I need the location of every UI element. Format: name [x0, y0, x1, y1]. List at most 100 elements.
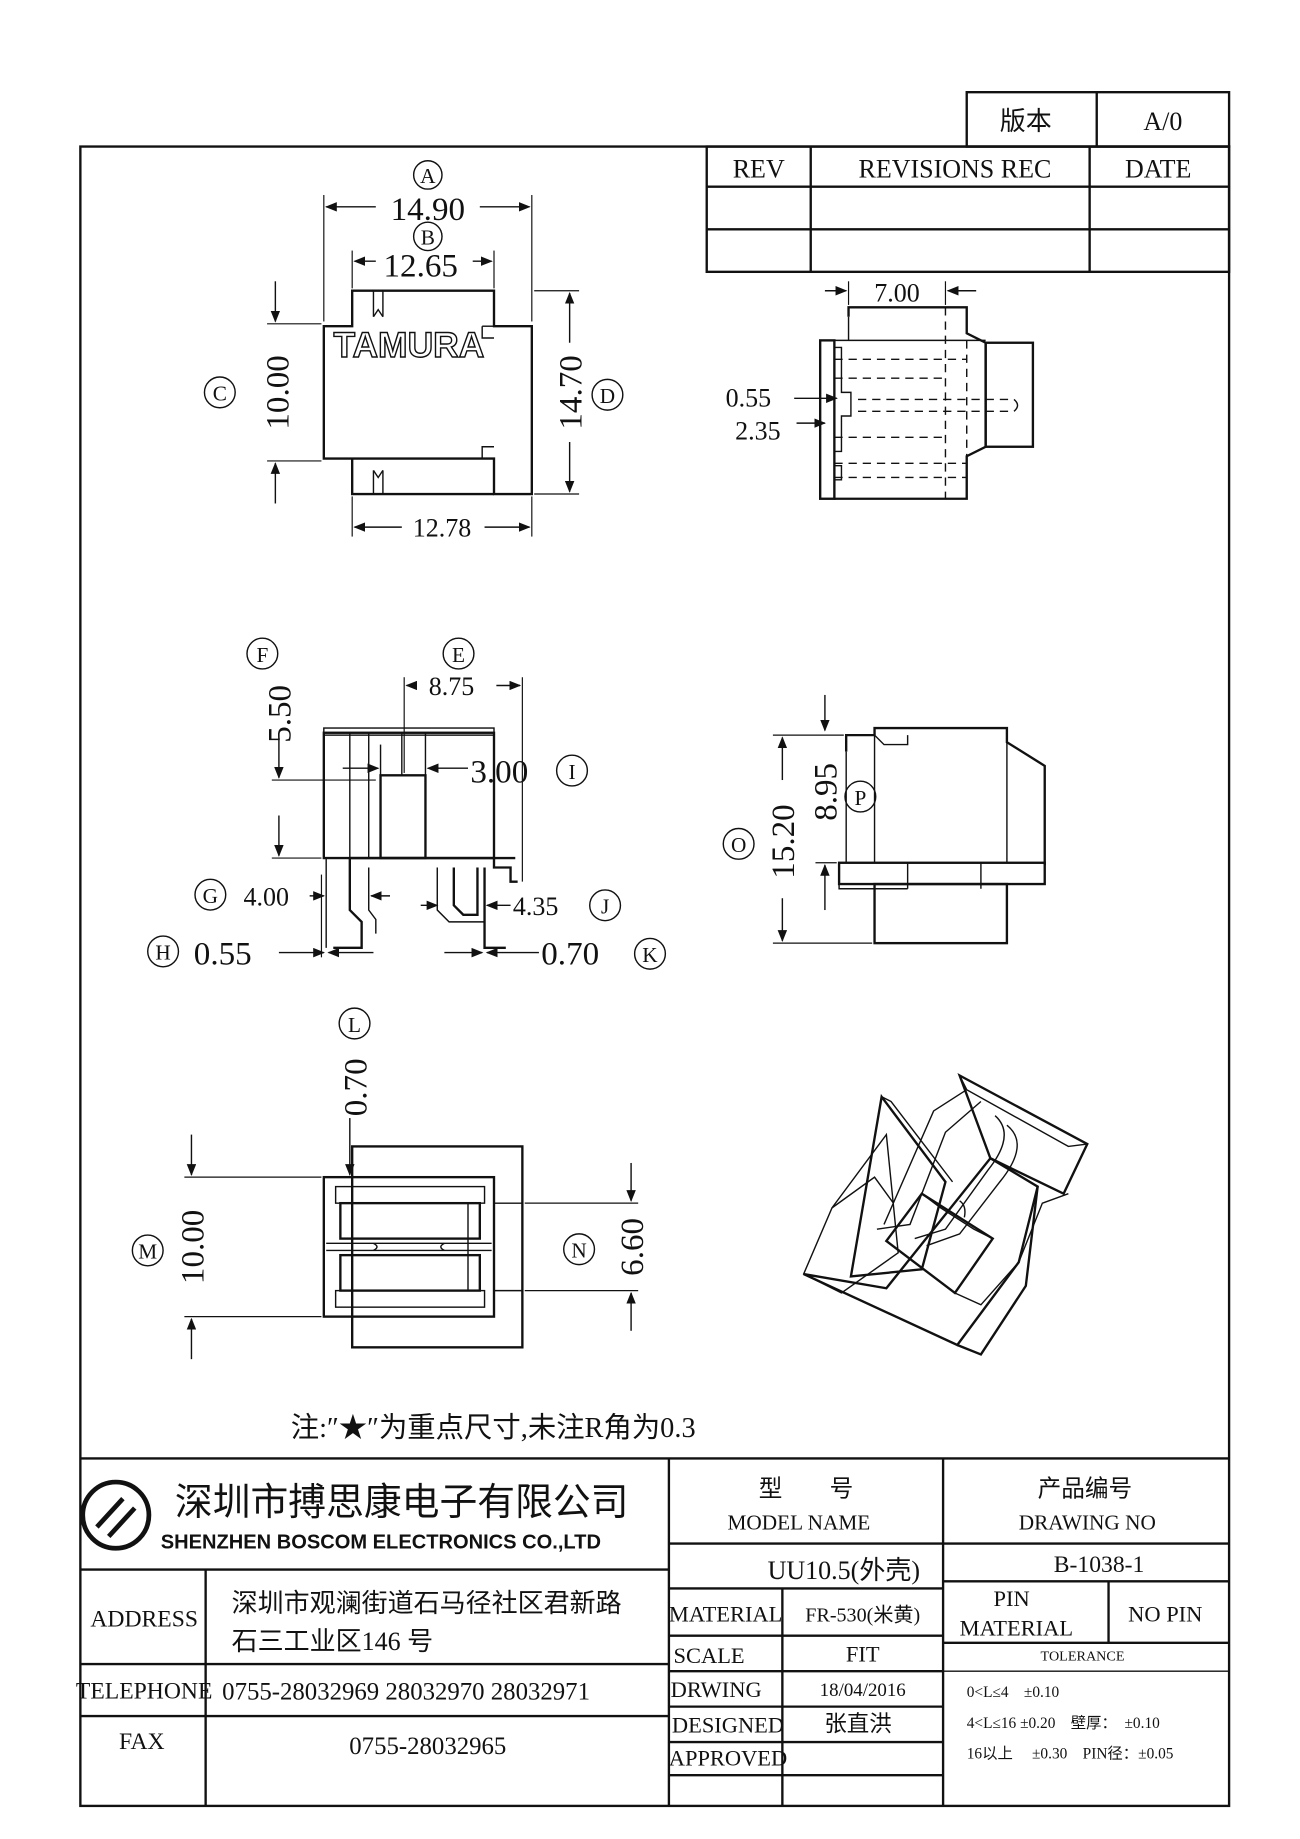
dim-side-235-value: 2.35	[735, 417, 780, 446]
revisions-header: REVISIONS REC	[858, 154, 1051, 183]
dim-side-7-value: 7.00	[874, 278, 919, 307]
dim-a-letter: A	[420, 164, 436, 188]
dim-k-value: 0.70	[541, 936, 599, 972]
approved-label: APPROVED	[669, 1746, 787, 1771]
tamura-logo: TAMURA	[333, 325, 484, 365]
pin-material-value: NO PIN	[1128, 1602, 1202, 1627]
dim-e-letter: E	[452, 643, 465, 667]
designed-value: 张直洪	[824, 1711, 891, 1736]
dimension-note: 注:″★″为重点尺寸,未注R角为0.3	[291, 1412, 696, 1444]
dim-o-letter: O	[731, 833, 746, 857]
dim-o: 15.20 O	[722, 734, 873, 944]
dim-b: B 12.65	[351, 221, 495, 289]
version-value: A/0	[1143, 107, 1182, 136]
dim-f-value: 5.50	[263, 685, 299, 743]
dim-side-055-value: 0.55	[726, 384, 771, 413]
dim-b-value: 12.65	[384, 249, 458, 285]
dim-n-value: 6.60	[615, 1218, 651, 1276]
dim-l-value: 0.70	[338, 1058, 374, 1116]
pin-material-label-1: PIN	[994, 1586, 1030, 1611]
version-label: 版本	[1000, 107, 1052, 136]
address-label: ADDRESS	[90, 1606, 198, 1632]
dim-i: 3.00 I	[342, 754, 589, 790]
bottom-view	[322, 1145, 524, 1349]
dim-d: 14.70 D	[534, 290, 624, 495]
drwing-value: 18/04/2016	[820, 1680, 906, 1701]
dim-l: L 0.70	[338, 1007, 374, 1176]
company-logo	[80, 1479, 152, 1551]
drawing-no-value: B-1038-1	[1054, 1552, 1145, 1578]
top-view: TAMURA	[322, 289, 533, 496]
isometric-view	[802, 1072, 1089, 1356]
fax-label: FAX	[119, 1729, 165, 1755]
date-header: DATE	[1125, 154, 1191, 183]
dim-bottom-width: 12.78	[351, 496, 533, 543]
dim-n-letter: N	[571, 1239, 586, 1263]
tolerance-line-1: 0<L≤4 ±0.10	[967, 1684, 1060, 1701]
dim-l-letter: L	[348, 1013, 361, 1037]
telephone-label: TELEPHONE	[76, 1678, 212, 1704]
material-label: MATERIAL	[669, 1602, 782, 1627]
dim-f: F 5.50	[246, 637, 376, 859]
dim-p-value: 8.95	[809, 763, 845, 821]
dim-i-letter: I	[568, 760, 575, 784]
version-box: 版本 A/0	[965, 91, 1231, 148]
dim-g-letter: G	[203, 884, 218, 908]
dim-f-letter: F	[256, 643, 268, 667]
dim-j-letter: J	[601, 895, 609, 919]
dim-bottom-width-value: 12.78	[413, 514, 471, 543]
dim-p-letter: P	[854, 786, 866, 810]
dim-m-letter: M	[138, 1240, 157, 1264]
dim-h-letter: H	[155, 941, 170, 965]
dim-j: 4.35 J	[420, 889, 622, 922]
dim-o-value: 15.20	[766, 804, 802, 878]
tolerance-label: TOLERANCE	[1041, 1649, 1125, 1665]
revision-table: REV REVISIONS REC DATE	[705, 145, 1231, 274]
designed-label: DESIGNED	[672, 1713, 784, 1738]
dim-k: 0.70 K	[444, 936, 667, 972]
dim-e: E 8.75	[403, 637, 523, 882]
side-view	[819, 306, 1035, 500]
dim-g-value: 4.00	[243, 882, 288, 911]
fax-value: 0755-28032965	[349, 1733, 506, 1760]
dim-j-value: 4.35	[513, 892, 558, 921]
dim-d-value: 14.70	[553, 355, 589, 429]
company-name-cn: 深圳市搏思康电子有限公司	[175, 1482, 629, 1524]
dim-n: 6.60 N	[524, 1162, 651, 1331]
dim-h-value: 0.55	[194, 936, 252, 972]
dim-g: G 4.00	[194, 874, 390, 958]
address-line1: 深圳市观澜街道石马径社区君新路	[232, 1589, 622, 1618]
model-name-value: UU10.5(外壳)	[768, 1556, 920, 1585]
pin-material-label-2: MATERIAL	[960, 1616, 1073, 1641]
dim-i-value: 3.00	[470, 754, 528, 790]
dim-e-value: 8.75	[429, 672, 474, 701]
dim-d-letter: D	[600, 384, 615, 408]
model-name-cn: 型 号	[759, 1475, 853, 1502]
dim-side-7: 7.00	[824, 278, 977, 307]
dim-side-small: 0.55 2.35	[726, 384, 838, 446]
telephone-value: 0755-28032969 28032970 28032971	[222, 1679, 590, 1706]
dim-c-letter: C	[213, 382, 227, 406]
scale-value: FIT	[846, 1642, 880, 1667]
dim-m: 10.00 M	[131, 1134, 322, 1360]
title-block	[80, 1457, 1230, 1806]
dim-c-value: 10.00	[260, 355, 296, 429]
dim-k-letter: K	[642, 943, 658, 967]
tolerance-line-2: 4<L≤16 ±0.20 壁厚： ±0.10	[967, 1714, 1160, 1732]
material-value: FR-530(米黄)	[805, 1604, 920, 1627]
front-view	[322, 727, 518, 950]
drwing-label: DRWING	[671, 1677, 762, 1702]
company-name-en: SHENZHEN BOSCOM ELECTRONICS CO.,LTD	[161, 1531, 601, 1553]
address-line2: 石三工业区146 号	[232, 1627, 434, 1656]
dim-h: H 0.55	[147, 935, 374, 972]
drawing-no-en: DRAWING NO	[1019, 1510, 1156, 1534]
dim-b-letter: B	[421, 226, 435, 250]
tolerance-line-3: 16以上 ±0.30 PIN径：±0.05	[967, 1745, 1174, 1763]
dim-p: 8.95 P	[809, 694, 877, 911]
dim-c: 10.00 C	[203, 281, 322, 504]
side-view-2	[837, 726, 1046, 945]
model-name-en: MODEL NAME	[728, 1510, 871, 1534]
rev-header: REV	[733, 154, 785, 183]
drawing-frame	[79, 145, 1231, 1808]
